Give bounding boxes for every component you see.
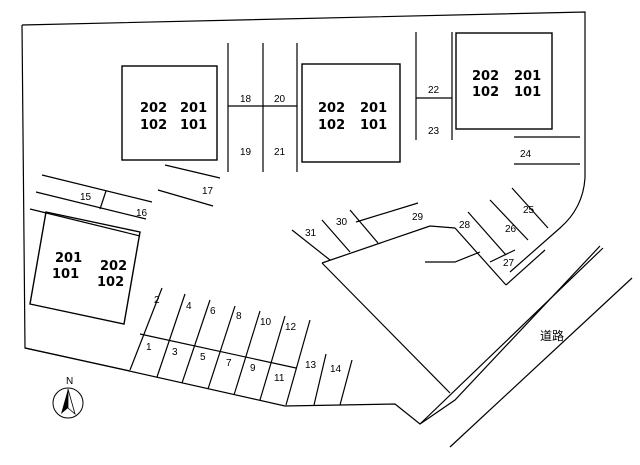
space-14: 14 bbox=[330, 364, 342, 375]
space-11: 11 bbox=[274, 373, 285, 384]
space-3: 3 bbox=[172, 347, 178, 358]
space-1: 1 bbox=[146, 342, 152, 353]
space-7: 7 bbox=[226, 358, 232, 369]
site-boundary-lower bbox=[24, 347, 131, 372]
space-19: 19 bbox=[240, 147, 252, 158]
svg-text:101: 101 bbox=[52, 267, 79, 282]
stall-24 bbox=[514, 136, 580, 165]
road-label: 道路 bbox=[540, 328, 564, 343]
svg-text:201: 201 bbox=[360, 101, 387, 116]
drive-line-1 bbox=[321, 262, 451, 394]
space-18: 18 bbox=[240, 94, 252, 105]
svg-text:102: 102 bbox=[472, 85, 499, 100]
space-8: 8 bbox=[236, 311, 242, 322]
stalls-29-31 bbox=[291, 202, 419, 261]
space-16: 16 bbox=[136, 208, 148, 219]
svg-text:101: 101 bbox=[180, 118, 207, 133]
svg-text:202: 202 bbox=[100, 259, 127, 274]
space-10: 10 bbox=[260, 317, 272, 328]
stalls-22-23 bbox=[415, 32, 453, 140]
svg-text:201: 201 bbox=[514, 69, 541, 84]
stall-numbers: 1 2 3 4 5 6 7 8 9 10 11 12 13 14 15 16 1… bbox=[80, 85, 535, 384]
svg-text:202: 202 bbox=[472, 69, 499, 84]
space-24: 24 bbox=[520, 149, 532, 160]
stalls-13-14 bbox=[313, 353, 353, 406]
road-edge-2 bbox=[449, 277, 633, 448]
drive-line-4 bbox=[454, 227, 507, 286]
space-17: 17 bbox=[202, 186, 214, 197]
stalls-25-28 bbox=[467, 187, 549, 263]
space-22: 22 bbox=[428, 85, 440, 96]
space-21: 21 bbox=[274, 147, 286, 158]
space-26: 26 bbox=[505, 224, 517, 235]
drive-line-3 bbox=[429, 225, 456, 229]
space-4: 4 bbox=[186, 301, 192, 312]
building-c: 202 201 102 101 bbox=[455, 32, 553, 130]
space-9: 9 bbox=[250, 363, 256, 374]
space-15: 15 bbox=[80, 192, 92, 203]
road-edge-1 bbox=[419, 247, 604, 425]
space-28: 28 bbox=[459, 220, 471, 231]
svg-text:201: 201 bbox=[55, 251, 82, 266]
space-13: 13 bbox=[305, 360, 317, 371]
compass-icon: N bbox=[52, 376, 84, 419]
building-b: 202 201 102 101 bbox=[301, 63, 401, 163]
svg-text:102: 102 bbox=[318, 118, 345, 133]
space-12: 12 bbox=[285, 322, 297, 333]
space-25: 25 bbox=[523, 205, 535, 216]
space-30: 30 bbox=[336, 217, 348, 228]
space-20: 20 bbox=[274, 94, 286, 105]
compass-north-label: N bbox=[66, 376, 73, 387]
stalls-15-16 bbox=[29, 174, 153, 237]
space-29: 29 bbox=[412, 212, 424, 223]
space-31: 31 bbox=[305, 228, 317, 239]
building-a: 202 201 102 101 bbox=[121, 65, 218, 161]
stall-17 bbox=[157, 164, 221, 207]
svg-text:202: 202 bbox=[318, 101, 345, 116]
stalls-1-12 bbox=[129, 287, 311, 406]
space-6: 6 bbox=[210, 306, 216, 317]
svg-text:102: 102 bbox=[140, 118, 167, 133]
space-27: 27 bbox=[503, 258, 515, 269]
stalls-18-21 bbox=[227, 43, 298, 172]
svg-text:202: 202 bbox=[140, 101, 167, 116]
svg-text:101: 101 bbox=[360, 118, 387, 133]
svg-text:201: 201 bbox=[180, 101, 207, 116]
svg-text:101: 101 bbox=[514, 85, 541, 100]
building-d: 201 202 101 102 bbox=[29, 211, 141, 325]
space-23: 23 bbox=[428, 126, 440, 137]
space-2: 2 bbox=[154, 295, 160, 306]
svg-text:102: 102 bbox=[97, 275, 124, 290]
space-5: 5 bbox=[200, 352, 206, 363]
drive-line-2 bbox=[321, 225, 431, 264]
drive-line-5 bbox=[505, 249, 546, 286]
